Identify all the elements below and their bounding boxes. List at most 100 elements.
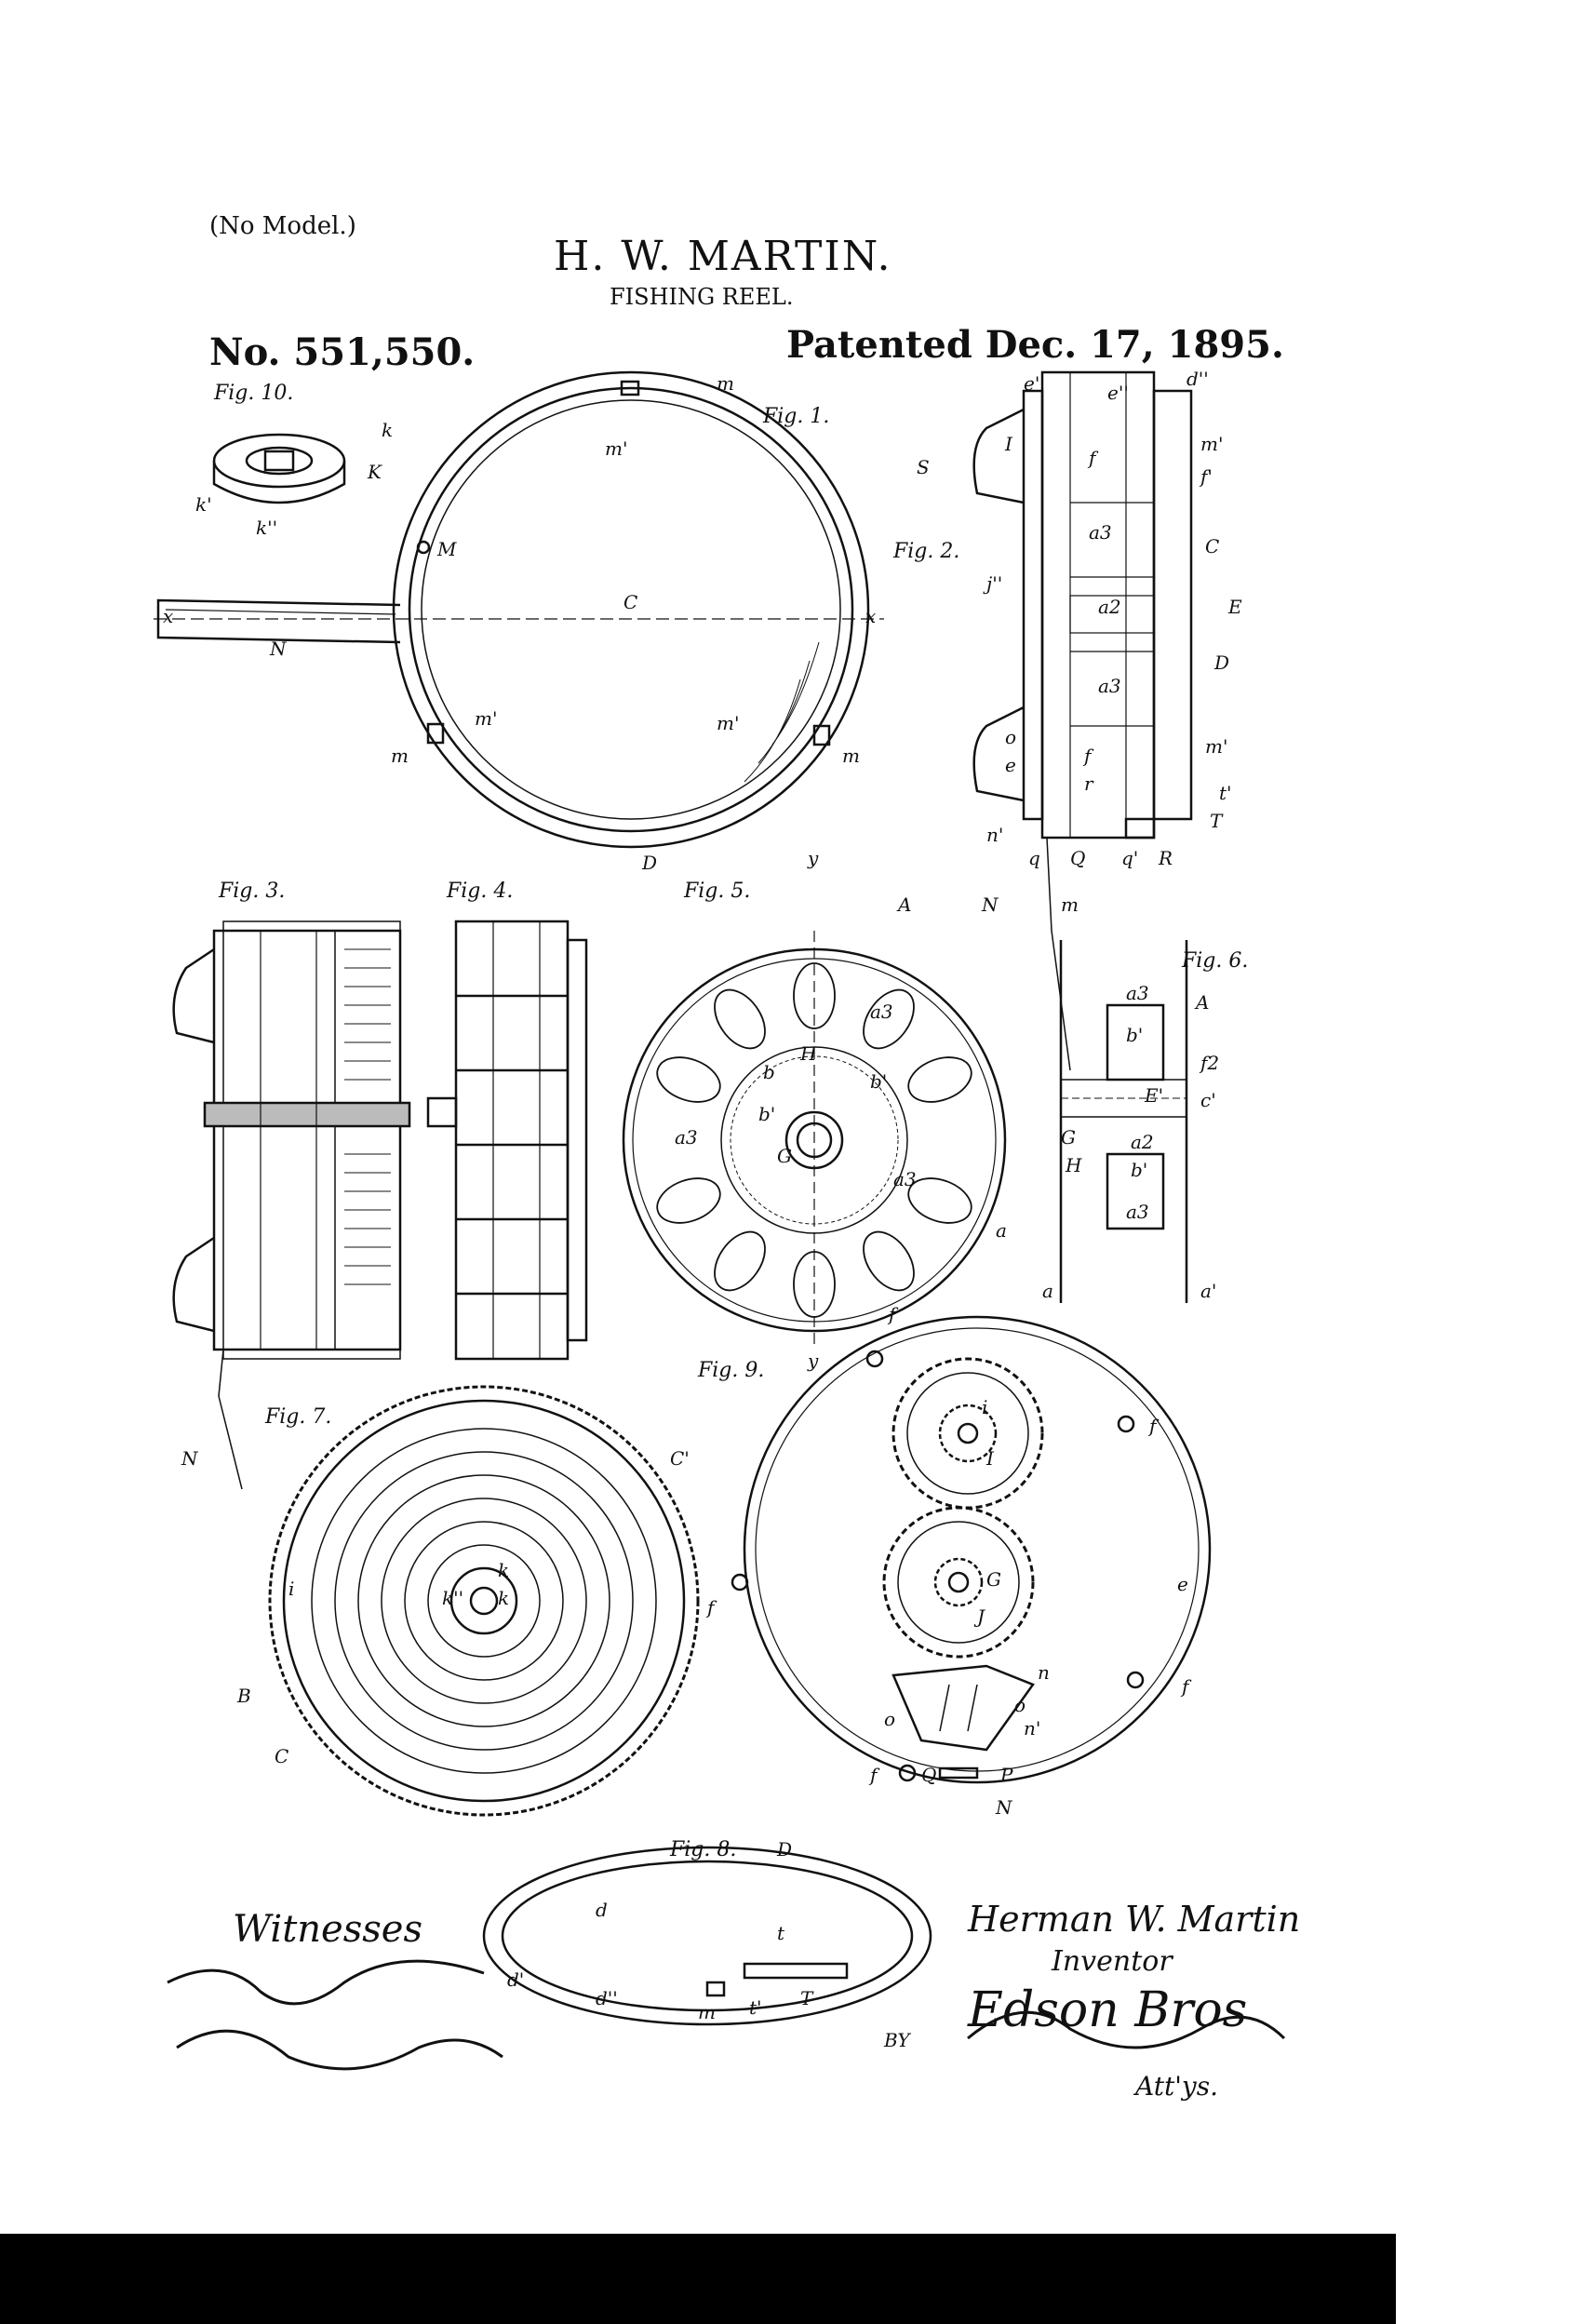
ref-label: m' (1200, 433, 1224, 455)
ref-label: a3 (1089, 521, 1112, 544)
inventor-name-heading: H. W. MARTIN. (554, 233, 892, 280)
ref-label: m (717, 372, 734, 395)
scan-edge-bar (0, 2234, 1396, 2324)
ref-label: x (865, 605, 877, 627)
ref-label: t (777, 1922, 785, 1944)
fig7-label: Fig. 7. (265, 1405, 332, 1429)
ref-label: f (889, 1303, 896, 1325)
ref-label: e'' (1107, 382, 1129, 404)
ref-label: D (642, 852, 658, 874)
ref-label: m (842, 745, 860, 767)
fig8-label: Fig. 8. (670, 1838, 737, 1861)
ref-label: k'' (256, 517, 278, 539)
ref-label: q' (1121, 847, 1139, 869)
ref-label: e'' (1024, 372, 1045, 395)
ref-label: b' (1131, 1159, 1148, 1181)
ref-label: f (707, 1596, 715, 1619)
ref-label: Q (921, 1764, 937, 1786)
fig7-drawing (268, 1385, 700, 1817)
ref-label: q (1028, 847, 1040, 869)
ref-label: N (181, 1447, 198, 1470)
ref-label: m' (605, 437, 628, 460)
ref-label: a2 (1131, 1131, 1154, 1153)
ref-label: J (977, 1605, 985, 1628)
ref-label: b (763, 1061, 775, 1083)
ref-label: a3 (1126, 1201, 1149, 1223)
ref-label: D (777, 1838, 793, 1861)
ref-label: o (1005, 726, 1017, 748)
inventor-signature: Herman W. Martin (968, 1899, 1301, 1940)
ref-label: a3 (1098, 675, 1121, 697)
patent-date: Patented Dec. 17, 1895. (786, 323, 1284, 367)
ref-label: G (986, 1568, 1001, 1591)
ref-label: k (382, 419, 394, 441)
patent-number: No. 551,550. (209, 330, 476, 374)
ref-label: b' (870, 1070, 888, 1093)
fig4-label: Fig. 4. (447, 880, 514, 903)
fig9-drawing (731, 1315, 1212, 1784)
ref-label: f (1182, 1675, 1189, 1698)
ref-label: n' (1024, 1717, 1041, 1740)
ref-label: a3 (893, 1168, 917, 1190)
ref-label: C (623, 591, 638, 613)
fig3-drawing (172, 920, 411, 1490)
signature-flourishes (167, 1959, 1286, 2071)
ref-label: f' (1200, 465, 1213, 488)
fig9-label: Fig. 9. (698, 1359, 765, 1382)
ref-label: b' (758, 1103, 776, 1125)
ref-label: f (1149, 1415, 1157, 1437)
patent-title: FISHING REEL. (610, 284, 794, 310)
ref-label: A (898, 893, 912, 916)
fig3-label: Fig. 3. (219, 880, 286, 903)
attorney-signature: Edson Bros (968, 1982, 1248, 2038)
ref-label: t' (1219, 782, 1232, 804)
fig5-drawing (622, 931, 1007, 1350)
ref-label: m' (1205, 735, 1228, 758)
ref-label: E' (1145, 1084, 1164, 1107)
ref-label: m (698, 2001, 716, 2023)
ref-label: H (1066, 1154, 1082, 1176)
ref-label: y (808, 847, 819, 869)
ref-label: a2 (1098, 596, 1121, 618)
ref-label: o (1014, 1694, 1026, 1716)
ref-label: N (996, 1796, 1012, 1819)
ref-label: Q (1070, 847, 1086, 869)
ref-label: x (163, 605, 174, 627)
ref-label: k (498, 1559, 510, 1581)
ref-label: k (498, 1587, 510, 1609)
ref-label: a (996, 1219, 1007, 1242)
fig1-label: Fig. 1. (763, 405, 830, 428)
fig1-drawing (154, 370, 884, 849)
fig10-drawing (212, 433, 346, 504)
ref-label: m (1061, 893, 1079, 916)
ref-label: y (808, 1350, 819, 1372)
ref-label: R (1159, 847, 1173, 869)
ref-label: a3 (870, 1001, 893, 1023)
ref-label: H (800, 1042, 817, 1065)
ref-label: P (1000, 1764, 1013, 1786)
inventor-label: Inventor (1052, 1945, 1173, 1978)
ref-label: f2 (1200, 1052, 1220, 1074)
ref-label: d' (507, 1968, 525, 1991)
fig4-drawing (426, 920, 588, 1361)
ref-label: j'' (986, 572, 1003, 595)
ref-label: K (368, 461, 382, 483)
ref-label: D (1214, 652, 1230, 674)
ref-label: n' (986, 824, 1004, 846)
ref-label: r (1084, 772, 1093, 795)
ref-label: f (1089, 447, 1096, 469)
ref-label: a (1042, 1280, 1053, 1302)
fig2-label: Fig. 2. (893, 540, 960, 563)
ref-label: f (870, 1764, 878, 1786)
ref-label: G (1061, 1126, 1076, 1149)
ref-label: N (270, 638, 287, 660)
ref-label: e (1177, 1573, 1188, 1595)
ref-label: m (391, 745, 409, 767)
ref-label: C (275, 1745, 289, 1767)
ref-label: I (1005, 433, 1012, 455)
ref-label: A (1196, 991, 1210, 1014)
fig6-drawing (1059, 940, 1188, 1303)
ref-label: d (596, 1899, 608, 1921)
fig2-drawing (972, 370, 1193, 1071)
